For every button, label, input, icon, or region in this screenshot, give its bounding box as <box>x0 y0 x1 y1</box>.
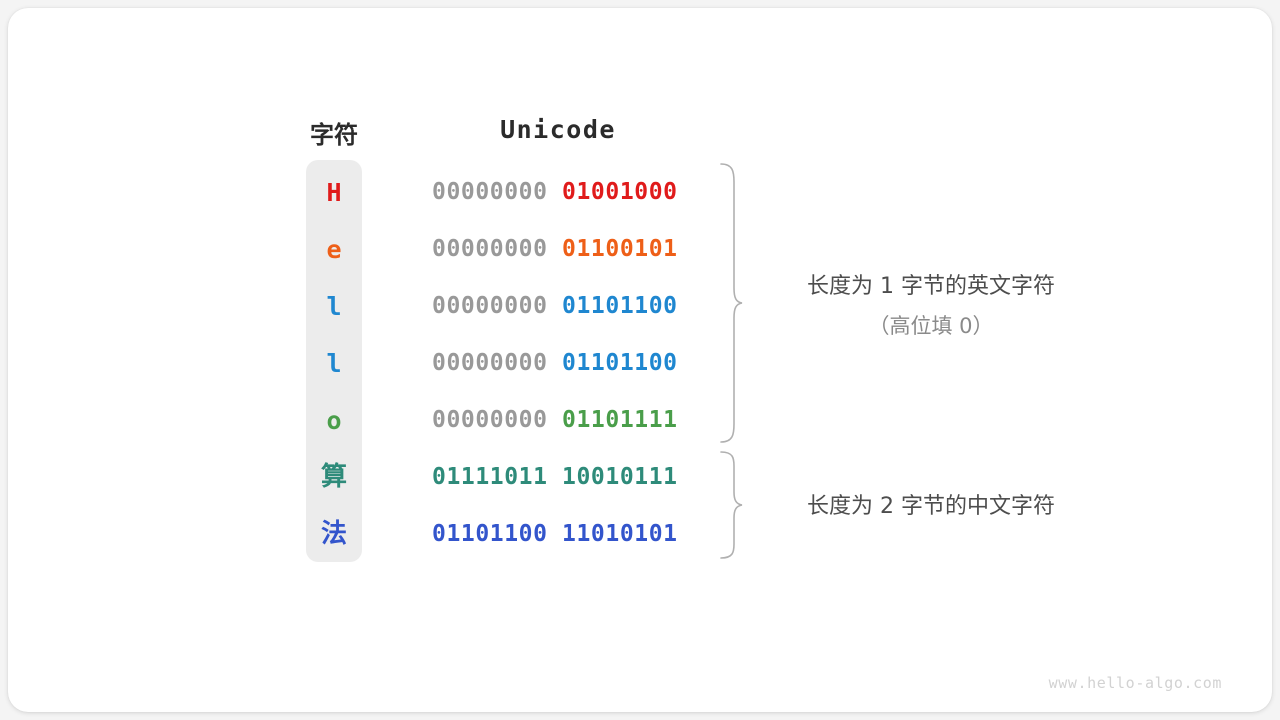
row-low-byte: 01101100 <box>562 350 678 376</box>
row-character: o <box>326 406 342 435</box>
character-column-strip <box>306 160 362 562</box>
annotation-english-line2: （高位填 0） <box>868 314 994 338</box>
row-unicode-bits: 00000000 01100101 <box>432 221 684 278</box>
row-low-byte: 01001000 <box>562 179 678 205</box>
row-low-byte: 01101111 <box>562 407 678 433</box>
row-unicode-bits: 00000000 01101111 <box>432 392 684 449</box>
row-low-byte: 01100101 <box>562 236 678 262</box>
row-high-byte: 00000000 <box>432 350 563 376</box>
row-unicode-bits: 01101100 11010101 <box>432 506 684 563</box>
annotation-chinese-line1: 长度为 2 字节的中文字符 <box>807 494 1055 519</box>
row-low-byte: 01111011 10010111 <box>432 464 678 490</box>
row-high-byte: 00000000 <box>432 236 563 262</box>
annotation-english-line1: 长度为 1 字节的英文字符 <box>807 274 1055 299</box>
watermark-url: www.hello-algo.com <box>1048 674 1222 692</box>
row-unicode-bits: 00000000 01101100 <box>432 278 684 335</box>
column-header-character: 字符 <box>310 122 358 149</box>
row-unicode-bits: 00000000 01101100 <box>432 335 684 392</box>
row-character: l <box>326 349 342 378</box>
row-high-byte: 00000000 <box>432 179 563 205</box>
row-low-byte: 01101100 <box>562 293 678 319</box>
annotation-chinese: 长度为 2 字节的中文字符 <box>770 488 1092 520</box>
row-character: 法 <box>320 519 347 549</box>
annotation-english: 长度为 1 字节的英文字符 （高位填 0） <box>770 268 1092 340</box>
row-unicode-bits: 01111011 10010111 <box>432 449 684 506</box>
row-character: e <box>326 235 342 264</box>
content-card <box>8 8 1272 712</box>
row-low-byte: 01101100 11010101 <box>432 521 678 547</box>
row-high-byte: 00000000 <box>432 293 563 319</box>
row-unicode-bits: 00000000 01001000 <box>432 164 684 221</box>
row-character: l <box>326 292 342 321</box>
column-header-unicode: Unicode <box>500 115 616 144</box>
row-character: 算 <box>320 462 347 492</box>
row-high-byte: 00000000 <box>432 407 563 433</box>
row-character: H <box>326 178 342 207</box>
